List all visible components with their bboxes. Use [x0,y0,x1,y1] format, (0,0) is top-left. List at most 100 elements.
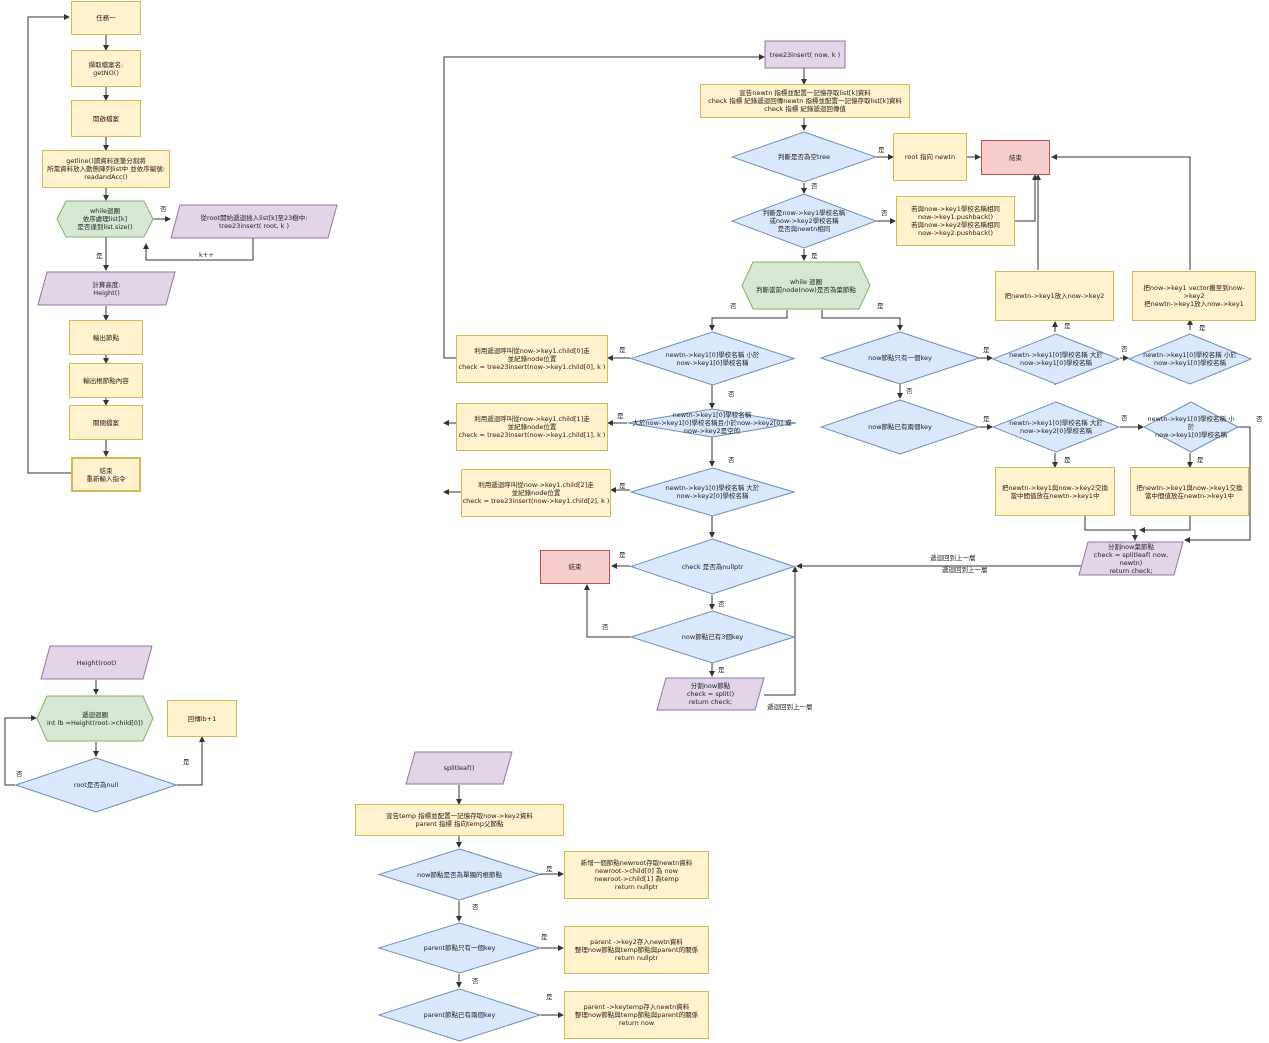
parent-keytemp: parent ->keytemp存入newtn資料 整理now節點與temp節點… [564,991,709,1039]
output-root: 輸出根節點內容 [69,363,143,398]
insert-title: tree23insert( now, k ) [764,40,846,69]
decision-one-key: now節點只有一個key [820,331,980,385]
edge-label-yes: 是 [619,346,626,354]
decision-empty-tree-label: 判斷是否為空tree [777,153,831,161]
edge-label-yes: 是 [546,993,553,1001]
decision-r1-label: newtn->key1[0]學校名稱 大於 now->key1[0]學校名稱 [1009,351,1103,367]
decision-greater-key2: newtn->key1[0]學校名稱 大於 now->key2[0]學校名稱 [630,467,795,517]
edge-label-no: 否 [730,302,737,310]
edge-label-yes: 是 [546,865,553,873]
edge-label-yes: 是 [811,252,818,260]
compute-height-label: 計算高度: Height() [92,280,121,297]
edge-label-yes: 是 [983,415,990,423]
while-loop-list-label: while迴圈 依序處理list[k] 是否達到list.size() [77,207,133,231]
edge-label-no: 否 [1121,414,1128,422]
edge-label-kpp: k++ [199,251,214,259]
pushback-same: 若與now->key1學校名稱相同 now->key1.pushback() 若… [896,196,1015,246]
recurse-child2: 利用遞迴呼叫從now->key1.child[2]走 並紀錄node位置 che… [461,469,611,517]
end-insert-1: 結束 [981,140,1050,175]
action-move-key1: 把now->key1 vector搬至到now->key2 把newtn->ke… [1132,271,1256,321]
open-file: 開啟檔案 [71,100,141,137]
edge-label-no: 否 [1256,415,1263,423]
decision-check-null: check 是否為nullptr [630,538,795,595]
edge-label-yes: 是 [877,302,884,310]
start-task-one: 任務一 [71,1,141,35]
insert-init: 宣告newtn 指標並配置一記憶存取list[k]資料 check 指標 紀錄遞… [700,84,910,118]
insert-title-label: tree23insert( now, k ) [769,50,841,59]
while-loop-list: while迴圈 依序處理list[k] 是否達到list.size() [56,200,154,238]
close-file: 關閉檔案 [69,405,143,440]
decision-greater-key2-label: newtn->key1[0]學校名稱 大於 now->key2[0]學校名稱 [665,484,760,500]
edge-label-yes: 是 [1064,456,1071,464]
compute-height: 計算高度: Height() [37,271,176,306]
edge-label-yes: 是 [619,482,626,490]
new-root: 新增一個節點newroot存取newtn資料 newroot->child[0]… [564,851,709,899]
end-insert-2: 結束 [540,550,610,584]
edge-label-no: 否 [881,209,888,217]
edge-label-yes: 是 [718,666,725,674]
parent-key2: parent ->key2存入newtn資料 整理now節點與temp節點與pa… [564,926,709,974]
action-swap-key2: 把newtn->key1與now->key2交換 當中間值放在newtn->ke… [995,467,1115,516]
decision-parent-one-key: parent節點只有一個key [378,922,541,974]
edge-label-no: 否 [472,977,479,985]
edge-label-return-up: 遞迴回到上一層 [767,703,813,711]
insert-call-label: 從root開始遞迴插入list[k]至23樹中: tree23insert( r… [200,213,308,230]
decision-three-keys-label: now節點已有3個key [681,633,744,641]
edge-label-yes: 是 [878,146,885,154]
splitleaf-title-label: splitleaf() [443,764,475,772]
split-leaf: 分割now葉節點 check = splitleaf( now, newtn) … [1078,541,1184,576]
edge-label-no: 否 [906,387,913,395]
decision-single-root-label: now節點是否為單獨的根節點 [417,870,502,879]
edge-label-no: 否 [160,205,167,213]
edge-label-yes: 是 [983,346,990,354]
edge-label-no: 否 [16,770,23,778]
while-leaf-check-label: while 迴圈 判斷當前node(now)是否為葉節點 [756,277,856,294]
root-to-newtn: root 指向 newtn [893,133,967,181]
decision-check-null-label: check 是否為nullptr [681,562,744,571]
edge-label-no: 否 [811,182,818,190]
read-and-acc: getline()讀資料逐筆分割將 所需資料放入動態陣列list中 並依序編號:… [42,150,170,188]
edge-label-no: 否 [718,600,725,608]
insert-call: 從root開始遞迴插入list[k]至23樹中: tree23insert( r… [170,204,338,239]
edge-label-yes: 是 [541,933,548,941]
edge-label-no: 否 [728,390,735,398]
decision-r1: newtn->key1[0]學校名稱 大於 now->key1[0]學校名稱 [992,333,1120,385]
decision-three-keys: now節點已有3個key [630,610,795,664]
end-reinput: 結束 重新輸入指令 [71,457,141,492]
height-title-label: Height(root) [76,658,117,667]
decision-r3: newtn->key1[0]學校名稱 大於 now->key2[0]學校名稱 [992,401,1120,453]
while-leaf-check: while 迴圈 判斷當前node(now)是否為葉節點 [741,261,871,310]
decision-parent-two-keys-label: parent節點已有兩個key [423,1011,496,1019]
recurse-child1: 利用遞迴呼叫從now->key1.child[1]走 並紀錄node位置 che… [456,403,608,451]
edge-label-no: 否 [602,623,609,631]
edge-label-yes: 是 [183,758,190,766]
get-filename: 擷取檔案名: getNO() [71,50,141,87]
decision-r4-label: newtn->key1[0]學校名稱 小於 now->key1[0]學校名稱 [1147,415,1235,439]
height-recursion-loop: 遞迴迴圈 int lb =Height(root->child[0]) [36,695,154,742]
split-node: 分割now節點 check = split() return check; [656,677,765,711]
edge-label-yes: 是 [619,551,626,559]
edge-label-yes: 是 [1197,456,1204,464]
decision-root-null-label: root是否為null [73,781,119,789]
action-swap-key1: 把newtn->key1與now->key1交換 當中間值放在newtn->ke… [1130,467,1249,516]
edge-label-no: 否 [728,456,735,464]
splitleaf-title: splitleaf() [405,751,513,785]
split-node-label: 分割now節點 check = split() return check; [686,682,735,706]
return-lb-plus-1: 回傳lb+1 [167,700,237,737]
decision-between-keys: newtn->key1[0]學校名稱 大於now->key1[0]學校名稱且小於… [627,408,797,438]
edge-label-yes: 是 [1064,322,1071,330]
declare-temp: 宣告temp 指標並配置一記憶存取now->key2資料 parent 指標 指… [355,804,564,836]
decision-parent-two-keys: parent節點已有兩個key [378,988,541,1042]
recurse-child0: 利用遞迴呼叫從now->key1.child[0]走 並紀錄node位置 che… [456,335,608,383]
edge-label-yes: 是 [96,252,103,260]
decision-r2: newtn->key1[0]學校名稱 小於 now->key1[0]學校名稱 [1128,333,1252,385]
decision-two-keys-label: now節點已有兩個key [868,423,932,431]
height-title: Height(root) [40,645,153,680]
decision-r4: newtn->key1[0]學校名稱 小於 now->key1[0]學校名稱 [1143,401,1239,453]
split-leaf-label: 分割now葉節點 check = splitleaf( now, newtn) … [1093,542,1169,575]
decision-parent-one-key-label: parent節點只有一個key [423,944,496,952]
edge-label-yes: 是 [617,412,624,420]
decision-same-name-label: 判斷是now->key1學校名稱 或now->key2學校名稱 是否與newtn… [762,209,846,233]
